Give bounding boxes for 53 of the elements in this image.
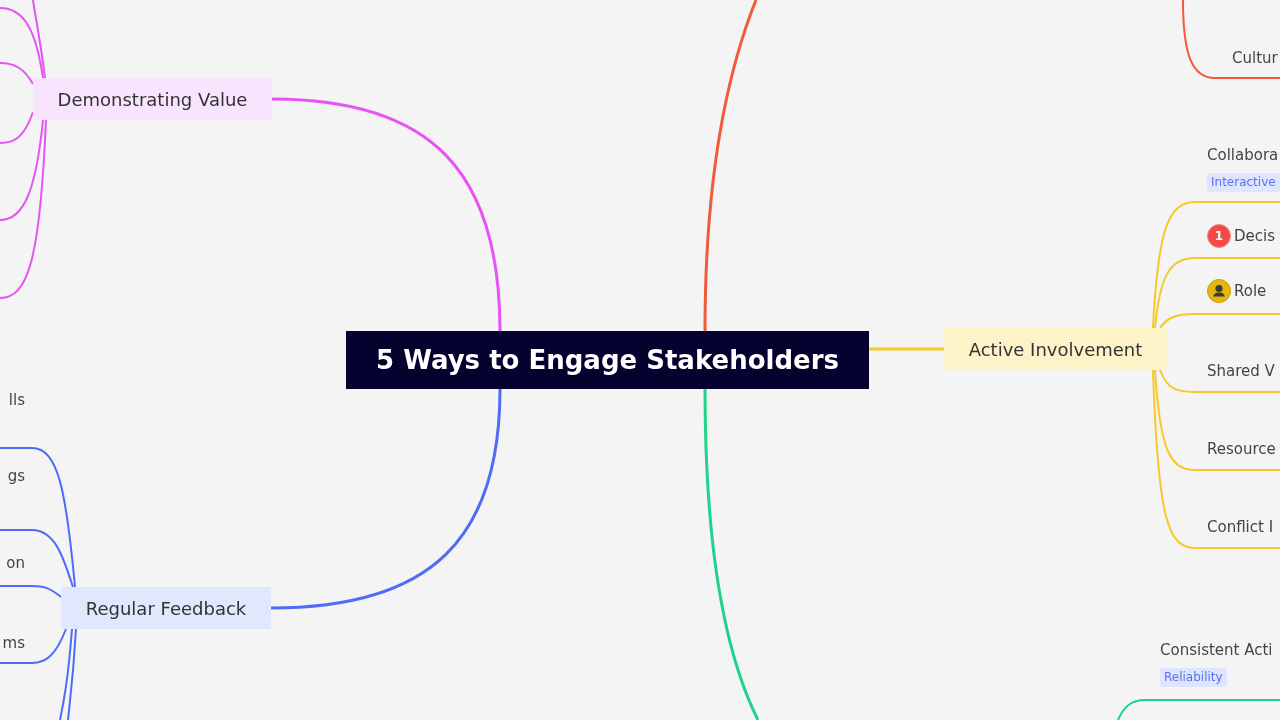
branch-line — [1159, 313, 1196, 329]
branch-line — [703, 0, 758, 331]
branch-line — [67, 628, 77, 720]
subtopic — [1215, 48, 1280, 79]
branch-line — [31, 447, 76, 588]
subtopic — [1195, 279, 1280, 315]
branch-line — [0, 111, 34, 144]
branch-line — [271, 97, 502, 332]
subtopic-label: on — [6, 553, 25, 573]
branch-line — [1159, 369, 1196, 393]
branch-line — [31, 585, 62, 598]
main-topic: Active Involvement — [944, 328, 1167, 370]
branch-line — [0, 7, 44, 79]
subtopic-label: Conflict I — [1207, 517, 1274, 537]
priority-number: 1 — [1207, 224, 1231, 248]
branch-line — [1154, 369, 1196, 471]
tag-chip: Reliability — [1160, 668, 1227, 687]
subtopic-label: Collabora — [1207, 145, 1279, 165]
main-topic: Regular Feedback — [61, 587, 271, 629]
branch-line — [31, 529, 74, 588]
branch-line — [270, 388, 502, 610]
branch-line — [59, 628, 73, 720]
subtopic — [1195, 145, 1280, 203]
subtopic-label: Role — [1234, 281, 1267, 301]
branch-line — [0, 119, 47, 299]
subtopic-label: lls — [8, 390, 25, 410]
subtopic-label: gs — [7, 466, 25, 486]
subtopic-label: Consistent Acti — [1160, 640, 1273, 660]
subtopic — [1145, 640, 1280, 701]
subtopic-label: Shared V — [1207, 361, 1275, 381]
subtopic — [0, 390, 32, 449]
branch-line — [0, 62, 34, 85]
central-topic: 5 Ways to Engage Stakeholders — [346, 331, 869, 389]
subtopic-label: Resource — [1207, 439, 1276, 459]
subtopic — [1195, 361, 1280, 393]
branch-line — [1152, 201, 1196, 329]
branch-line — [32, 0, 46, 79]
branch-line — [1182, 0, 1216, 79]
branch-line — [869, 347, 944, 351]
tag-chip: Interactive — [1207, 173, 1280, 192]
branch-line — [31, 628, 67, 664]
branch-line — [1154, 257, 1196, 329]
subtopic-label: Cultur — [1232, 48, 1278, 68]
branch-line — [703, 389, 760, 720]
subtopic — [1195, 517, 1280, 549]
branch-line — [1117, 699, 1146, 720]
branch-line — [1152, 369, 1196, 549]
main-topic: Demonstrating Value — [33, 78, 272, 120]
subtopic — [1195, 439, 1280, 471]
subtopic-label: Decis — [1234, 226, 1275, 246]
branch-line — [0, 119, 44, 221]
subtopic-label: ms — [2, 633, 25, 653]
subtopic — [1195, 224, 1280, 259]
